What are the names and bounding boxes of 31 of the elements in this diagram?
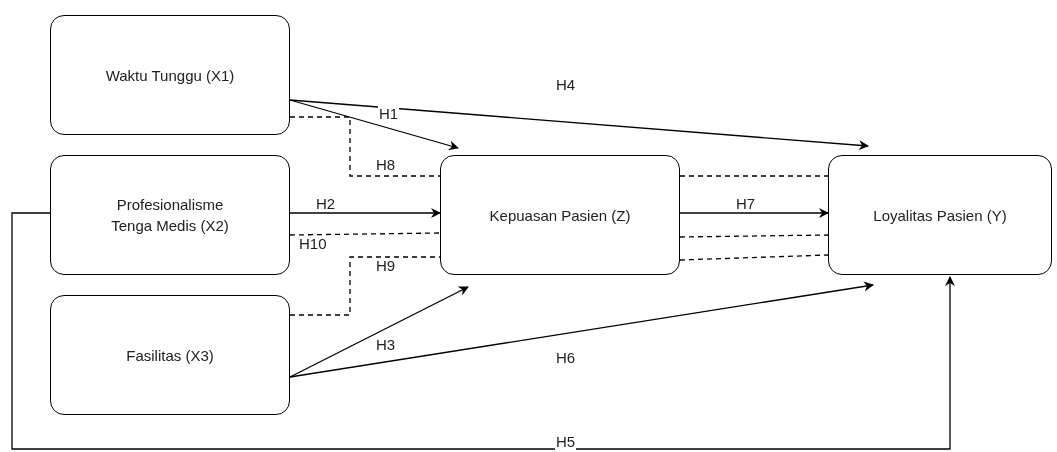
edge-label: H7: [735, 196, 757, 212]
node-label: Loyalitas Pasien (Y): [873, 205, 1007, 226]
dashed-connector: [289, 232, 441, 236]
dashed-connector: [679, 234, 829, 238]
edge-label: H1: [378, 106, 400, 122]
edge-label: H2: [315, 196, 337, 212]
edge-label: H4: [555, 77, 577, 93]
dashed-connector: [679, 175, 829, 177]
variable-box: [440, 155, 680, 275]
edge-label: H10: [298, 236, 328, 252]
edge-label: H5: [555, 434, 577, 450]
node-label: Waktu Tunggu (X1): [105, 65, 235, 86]
arrow: [289, 208, 441, 218]
node-label: Profesionalisme Tenga Medis (X2): [110, 195, 230, 236]
edge-label: H6: [555, 350, 577, 366]
arrow: [289, 99, 869, 151]
variable-box: [50, 15, 290, 135]
node-label: Fasilitas (X3): [126, 345, 214, 366]
edge-label: H9: [375, 258, 397, 274]
arrow: [679, 208, 829, 218]
variable-box: [50, 155, 290, 275]
variable-box: [828, 155, 1052, 275]
dashed-connector: [289, 116, 441, 177]
arrow: [289, 286, 469, 378]
variable-box: [50, 295, 290, 415]
arrow: [11, 212, 955, 450]
dashed-connector: [679, 254, 829, 261]
edge-label: H3: [375, 337, 397, 353]
node-label: Kepuasan Pasien (Z): [489, 205, 631, 226]
edge-label: H8: [375, 157, 397, 173]
arrow: [289, 281, 874, 378]
